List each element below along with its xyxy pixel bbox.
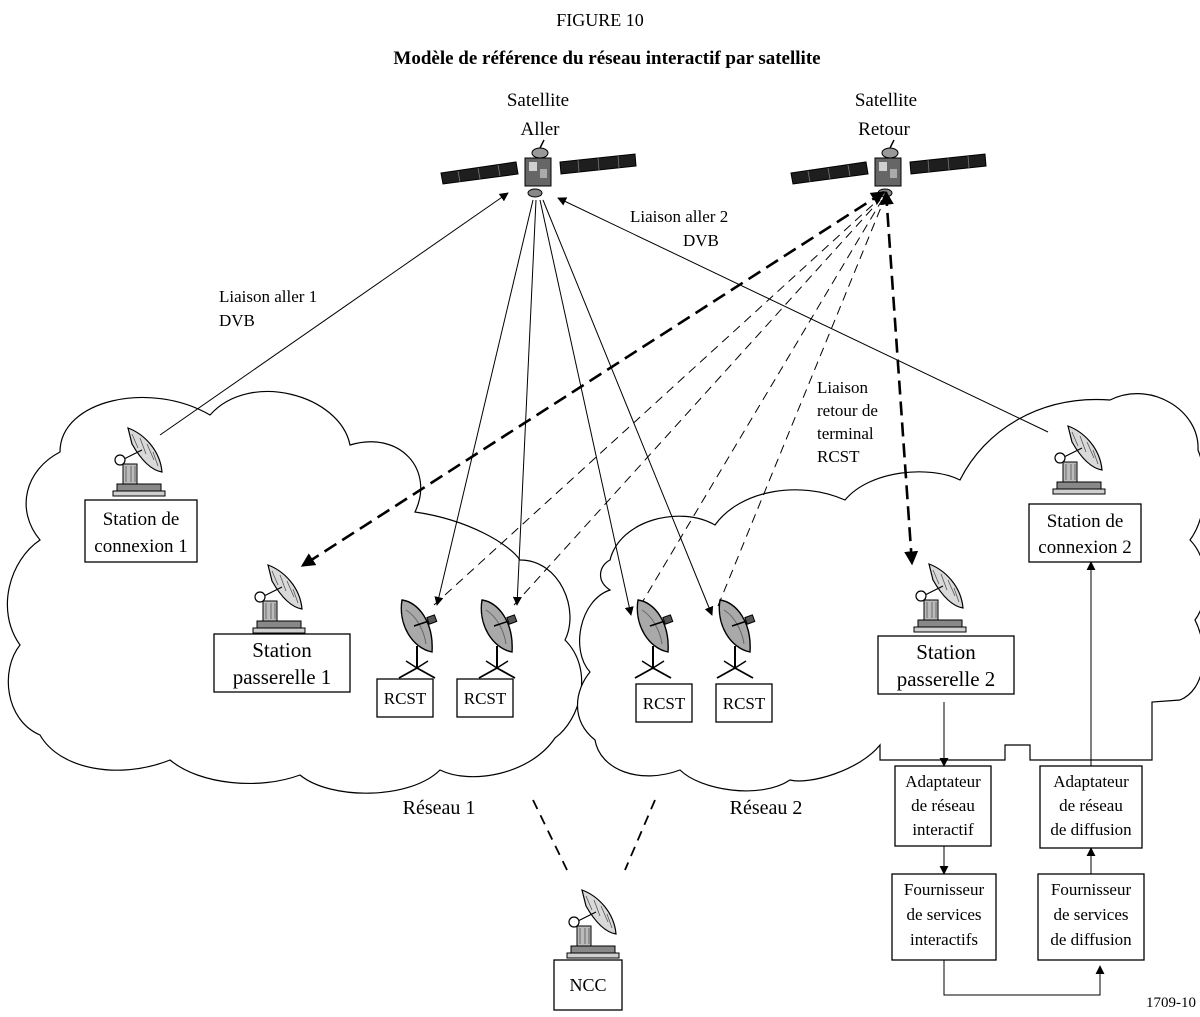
station-connexion-1: Station de connexion 1 (84, 499, 198, 563)
station-connexion-2-label-1: Station de (1047, 511, 1124, 532)
satellite-aller-label-2: Aller (520, 119, 560, 140)
rcst-4: RCST (715, 683, 773, 723)
station-connexion-2: Station de connexion 2 (1028, 503, 1142, 563)
figure-title: Modèle de référence du réseau interactif… (393, 48, 820, 69)
satellite-retour-label-1: Satellite (855, 90, 917, 111)
link-retour-label-3: terminal (817, 424, 874, 443)
adapter-broadcast-label-1: Adaptateur (1053, 772, 1129, 791)
rcst-1: RCST (376, 678, 434, 718)
figure-number: FIGURE 10 (556, 10, 644, 30)
satellite-aller-label-1: Satellite (507, 90, 569, 111)
rcst-2-label: RCST (464, 689, 507, 708)
station-passerelle-1: Station passerelle 1 (213, 633, 351, 693)
link-retour-label-1: Liaison (817, 378, 868, 397)
adapter-broadcast-label-2: de réseau (1059, 796, 1123, 815)
ncc-label: NCC (569, 975, 606, 995)
provider-interactive-label-1: Fournisseur (904, 880, 985, 899)
station-passerelle-2: Station passerelle 2 (877, 635, 1015, 695)
rcst-3: RCST (635, 683, 693, 723)
ncc-dish-icon (566, 889, 620, 959)
return-links (300, 190, 919, 607)
ncc-links (532, 799, 656, 871)
satellite-aller-icon (440, 139, 637, 198)
rcst-3-label: RCST (643, 694, 686, 713)
link-aller-1-label-1: Liaison aller 1 (219, 287, 317, 306)
rcst-1-label: RCST (384, 689, 427, 708)
adapter-broadcast: Adaptateur de réseau de diffusion (1039, 765, 1143, 849)
network-1-label: Réseau 1 (403, 797, 476, 819)
link-aller-1-label-2: DVB (219, 311, 255, 330)
station-connexion-2-label-2: connexion 2 (1038, 537, 1131, 558)
station-connexion-1-label-1: Station de (103, 509, 180, 530)
provider-broadcast: Fournisseur de services de diffusion (1037, 873, 1145, 961)
provider-broadcast-label-1: Fournisseur (1051, 880, 1132, 899)
cloud-reseau-2 (576, 393, 1200, 792)
link-retour-label-2: retour de (817, 401, 878, 420)
rcst-2: RCST (456, 678, 514, 718)
provider-interactive-label-3: interactifs (910, 930, 978, 949)
rcst-4-label: RCST (723, 694, 766, 713)
station-passerelle-1-label-2: passerelle 1 (233, 665, 332, 689)
adapter-broadcast-label-3: de diffusion (1050, 820, 1132, 839)
network-2-label: Réseau 2 (730, 797, 803, 819)
provider-interactive: Fournisseur de services interactifs (891, 873, 997, 961)
link-retour-label-4: RCST (817, 447, 860, 466)
figure-id: 1709-10 (1146, 995, 1196, 1011)
ncc-box: NCC (553, 959, 623, 1011)
link-aller-2-label-2: DVB (683, 231, 719, 250)
satellite-retour-label-2: Retour (858, 119, 910, 140)
adapter-interactive-label-1: Adaptateur (905, 772, 981, 791)
provider-broadcast-label-2: de services (1053, 905, 1128, 924)
adapter-interactive-label-2: de réseau (911, 796, 975, 815)
provider-broadcast-label-3: de diffusion (1050, 930, 1132, 949)
satellite-retour-icon (790, 139, 987, 198)
link-aller-2-label-1: Liaison aller 2 (630, 207, 728, 226)
station-passerelle-2-label-1: Station (916, 640, 976, 664)
adapter-interactive-label-3: interactif (912, 820, 974, 839)
station-passerelle-2-label-2: passerelle 2 (897, 667, 996, 691)
station-passerelle-1-label-1: Station (252, 638, 312, 662)
adapter-interactive: Adaptateur de réseau interactif (894, 765, 992, 847)
station-connexion-1-label-2: connexion 1 (94, 536, 187, 557)
provider-interactive-label-2: de services (906, 905, 981, 924)
